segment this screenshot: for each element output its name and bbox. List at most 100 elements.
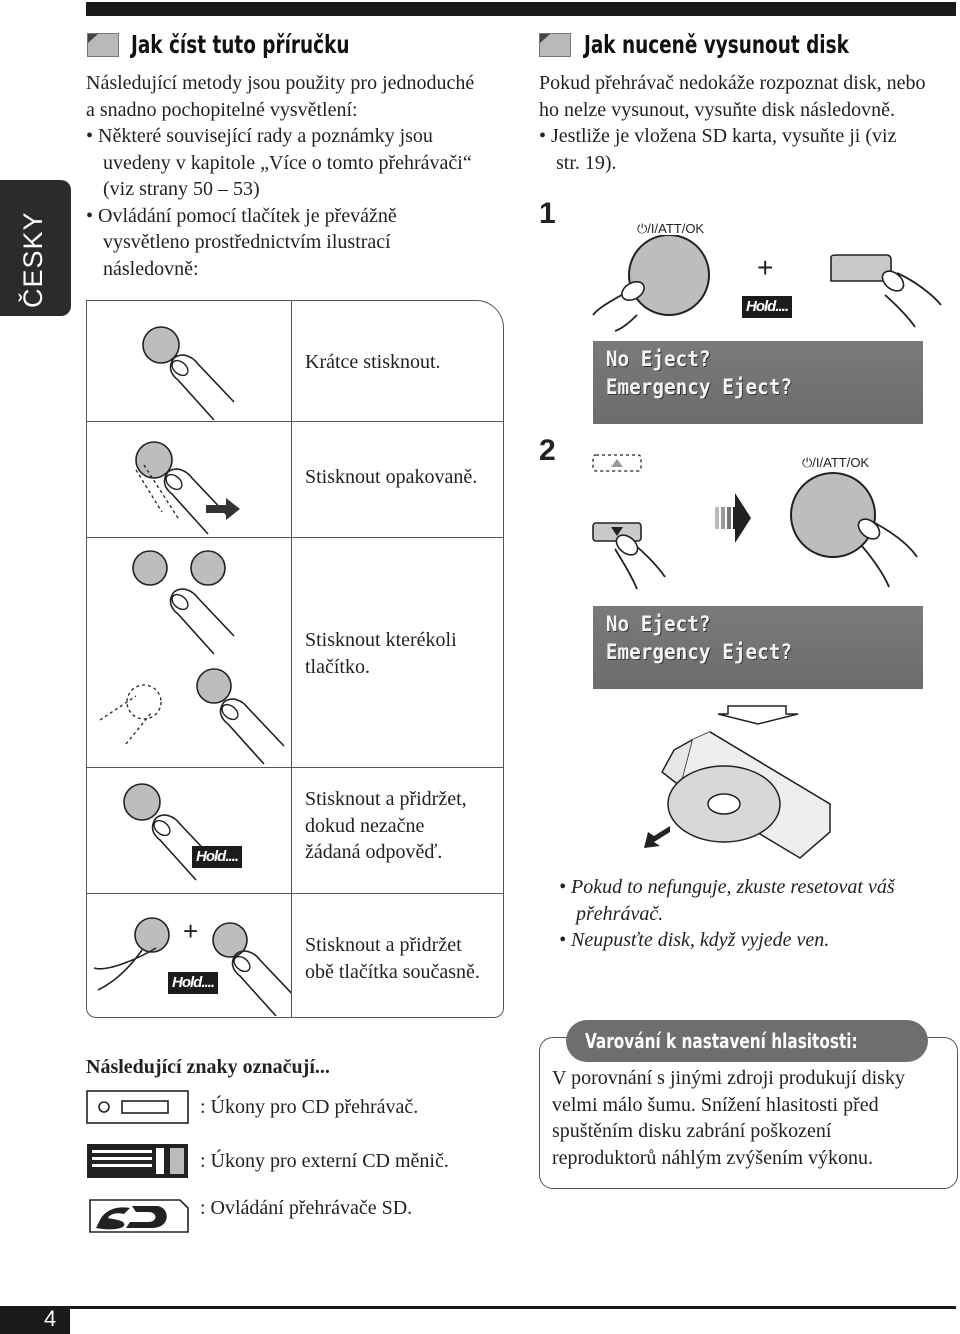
arrow-icon — [644, 826, 670, 848]
eject-intro-line: Pokud přehrávač nedokáže rozpoznat disk,… — [539, 72, 926, 94]
button-icon — [126, 684, 162, 720]
heading-marker-icon — [539, 33, 571, 57]
eject-notes: • Pokud to nefunguje, zkuste resetovat v… — [559, 874, 895, 954]
bullet-line: následovně: — [103, 257, 199, 280]
table-label-line: Stisknout a přidržet — [305, 934, 462, 956]
finger-icon — [230, 950, 291, 1016]
warning-line: V porovnání s jinými zdroji produkují di… — [552, 1067, 905, 1089]
lcd-line: Emergency Eject? — [605, 640, 792, 664]
sd-card-icon — [89, 1199, 189, 1233]
eject-button-icon — [830, 254, 892, 282]
button-icon — [196, 668, 232, 704]
table-label-line: obě tlačítka současně. — [305, 960, 480, 983]
button-icon — [134, 917, 170, 953]
table-divider — [87, 421, 503, 422]
right-heading: Jak nuceně vysunout disk — [584, 30, 849, 59]
warning-line: reproduktorů náhlým zvýšením výkonu. — [552, 1146, 874, 1169]
finger-icon — [162, 468, 229, 535]
top-rule — [86, 2, 956, 16]
step-number: 2 — [539, 434, 556, 467]
lcd-display: No Eject? Emergency Eject? — [593, 341, 923, 424]
cd-changer-icon — [87, 1144, 188, 1178]
eject-intro: Pokud přehrávač nedokáže rozpoznat disk,… — [539, 70, 926, 176]
finger-icon — [621, 281, 645, 301]
step-number: 1 — [539, 197, 556, 230]
page-number: 4 — [44, 1306, 57, 1331]
table-label: Stisknout a přidržet, dokud nezačne žáda… — [305, 786, 467, 866]
arrow-icon — [715, 493, 751, 543]
hold-badge: Hold.... — [742, 296, 792, 318]
volume-warning-text: V porovnání s jinými zdroji produkují di… — [552, 1065, 905, 1171]
button-icon — [142, 326, 180, 364]
heading-marker-icon — [87, 33, 119, 57]
table-label-line: tlačítko. — [305, 655, 370, 678]
control-knob-icon — [628, 235, 710, 316]
legend-sd-text: : Ovládání přehrávače SD. — [200, 1197, 413, 1219]
volume-warning-title: Varování k nastavení hlasitosti: — [585, 1029, 858, 1053]
table-divider — [291, 301, 292, 1017]
eject-intro-line: str. 19). — [556, 151, 617, 174]
knob-label: ⏻/I/ATT/OK — [802, 455, 870, 470]
bullet-line: vysvětleno prostřednictvím ilustrací — [103, 231, 391, 253]
left-heading: Jak číst tuto příručku — [131, 30, 350, 59]
table-label-line: dokud nezačne — [305, 814, 425, 837]
table-divider — [87, 767, 503, 768]
bullet-line: • Některé související rady a poznámky js… — [86, 125, 433, 147]
bullet-line: (viz strany 50 – 53) — [103, 178, 260, 200]
table-label: Stisknout a přidržet obě tlačítka součas… — [305, 932, 480, 985]
table-divider — [87, 893, 503, 894]
plus-sign: + — [183, 916, 199, 946]
button-icon — [123, 783, 161, 821]
table-label-line: Stisknout a přidržet, — [305, 788, 467, 810]
plus-sign: + — [757, 252, 774, 283]
lcd-line: No Eject? — [605, 612, 711, 636]
finger-icon — [218, 698, 285, 765]
step1-illustration — [592, 235, 942, 332]
table-label-line: žádaná odpověď. — [305, 841, 443, 863]
page-number-box: 4 — [0, 1306, 70, 1334]
arrow-icon — [206, 498, 240, 520]
step2-illustration — [592, 454, 918, 590]
knob-label: ⏻/I/ATT/OK — [637, 221, 705, 236]
legend-title: Následující znaky označují... — [86, 1056, 330, 1078]
language-tab: ČESKY — [0, 180, 71, 316]
warning-line: velmi málo šumu. Snížení hlasitosti před — [552, 1093, 879, 1116]
lcd-line: No Eject? — [605, 347, 711, 371]
cd-player-icon — [86, 1090, 189, 1124]
button-icon — [135, 441, 173, 479]
up-button-icon — [592, 454, 642, 472]
button-icon — [132, 550, 168, 586]
table-label-line: Stisknout kterékoli — [305, 629, 457, 651]
legend-icons — [86, 1090, 189, 1233]
finger-icon — [168, 588, 235, 655]
finger-icon — [615, 534, 639, 556]
lcd-line: Emergency Eject? — [605, 375, 792, 399]
finger-icon — [168, 354, 235, 421]
control-knob-icon — [790, 472, 876, 558]
bullet-line: • Ovládání pomocí tlačítek je převážně — [86, 204, 397, 227]
legend-changer-text: : Úkony pro externí CD měnič. — [200, 1150, 449, 1172]
hold-badge: Hold.... — [168, 972, 218, 994]
finger-icon — [857, 518, 881, 540]
intro-text: Následující metody jsou použity pro jedn… — [86, 70, 474, 282]
press-legend-table — [86, 300, 504, 1018]
disc-eject-illustration — [644, 705, 832, 859]
warning-line: spuštěním disku zabrání poškození — [552, 1120, 832, 1142]
bottom-rule — [0, 1306, 956, 1309]
eject-intro-line: • Jestliže je vložena SD karta, vysuňte … — [539, 125, 897, 147]
language-tab-label: ČESKY — [18, 211, 48, 308]
volume-warning-title-pill: Varování k nastavení hlasitosti: — [566, 1020, 928, 1062]
finger-icon — [881, 270, 905, 292]
note-line: • Pokud to nefunguje, zkuste resetovat v… — [559, 876, 895, 898]
note-line: přehrávač. — [576, 902, 664, 925]
down-arrow-icon — [717, 705, 799, 725]
press-illustrations — [93, 326, 291, 1016]
eject-intro-line: ho nelze vysunout, vysuňte disk následov… — [539, 98, 896, 121]
button-icon — [190, 550, 226, 586]
table-label: Stisknout opakovaně. — [305, 466, 478, 488]
note-line: • Neupusťte disk, když vyjede ven. — [559, 929, 830, 951]
table-divider — [87, 537, 503, 538]
intro-line: a snadno pochopitelné vysvětlení: — [86, 98, 358, 121]
button-icon — [212, 922, 248, 958]
bullet-line: uvedeny v kapitole „Více o tomto přehráv… — [103, 151, 472, 174]
